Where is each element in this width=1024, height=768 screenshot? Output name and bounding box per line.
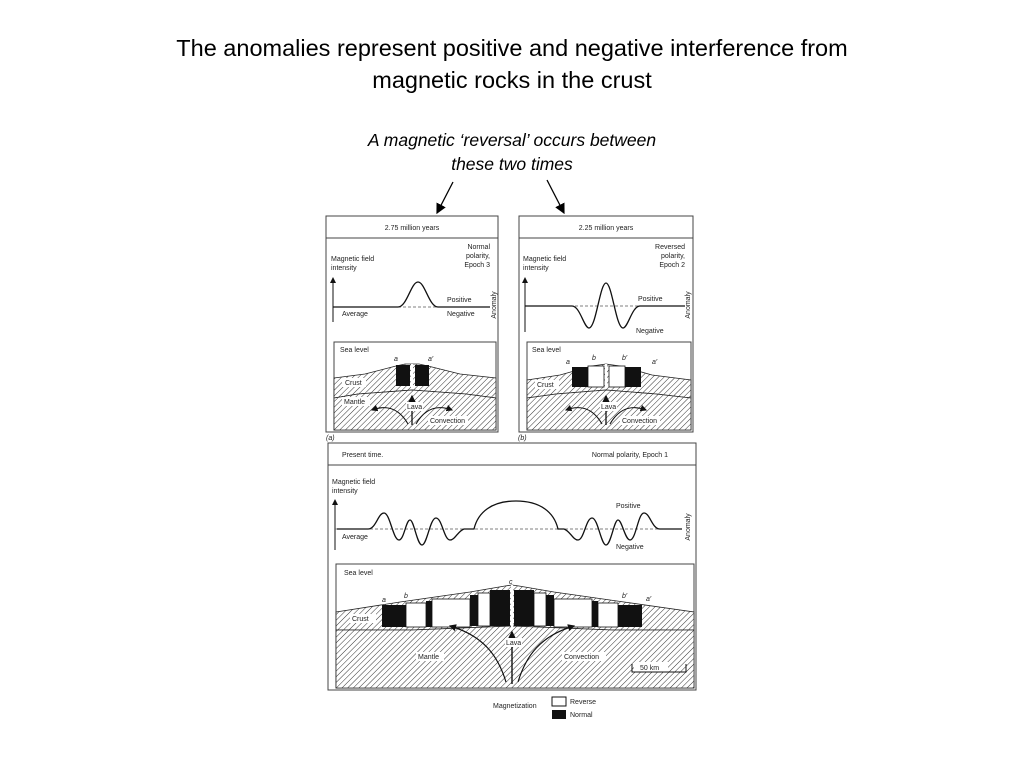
panel-a-negative-label: Negative — [447, 311, 475, 318]
panel-c-header-right: Normal polarity, Epoch 1 — [592, 452, 668, 459]
panel-c-anomaly-label: Anomaly — [685, 513, 692, 541]
panel-c-mark-c: c — [509, 579, 513, 586]
panel-c-field-label-line-2: intensity — [332, 488, 358, 495]
panel-c-magnetization-stripes — [382, 585, 642, 628]
panel-a-crust-label: Crust — [345, 380, 362, 387]
panel-c-mark-b-prime: b′ — [622, 593, 628, 600]
panel-a-convection-label: Convection — [430, 418, 465, 425]
panel-b-positive-label: Positive — [638, 296, 663, 303]
panel-a-header: 2.75 million years — [385, 225, 440, 232]
panel-b-mark-b: b — [592, 355, 596, 362]
panel-b: 2.25 million years Reversed polarity, Ep… — [518, 215, 694, 442]
panel-b-header: 2.25 million years — [579, 225, 634, 232]
panel-b-normal-block-right — [625, 367, 641, 387]
panel-b-mark-b-prime: b′ — [622, 355, 628, 362]
caption-arrow-right — [546, 179, 565, 215]
legend-normal-label: Normal — [570, 712, 593, 719]
legend-title: Magnetization — [493, 703, 537, 710]
panel-a-convection-right — [415, 404, 454, 425]
panel-b-letter: (b) — [518, 435, 527, 442]
panel-a-sea-level-label: Sea level — [340, 347, 369, 354]
legend-reverse-label: Reverse — [570, 699, 596, 706]
panel-c-header-left: Present time. — [342, 452, 383, 459]
magnetization-legend: Magnetization Reverse Normal — [493, 696, 596, 719]
panel-a-normal-block-left — [396, 365, 410, 386]
panel-b-mark-a: a — [566, 359, 570, 366]
panel-a-anomaly-curve — [333, 281, 490, 308]
panel-c: Present time. Normal polarity, Epoch 1 M… — [327, 442, 697, 691]
panel-c-mantle-label: Mantle — [418, 654, 439, 661]
panel-b-polarity-line-1: Reversed — [655, 244, 685, 251]
panel-c-convection-right — [517, 624, 576, 683]
panel-b-convection-left — [564, 404, 603, 425]
reversal-caption: A magnetic ‘reversal’ occurs between the… — [300, 128, 724, 176]
panel-a-mark-a-prime: a′ — [428, 356, 434, 363]
title-line-1: The anomalies represent positive and neg… — [176, 35, 848, 61]
panel-b-anomaly-curve — [525, 282, 685, 329]
panel-c-mark-a-prime: a′ — [646, 596, 652, 603]
panel-c-sea-level-label: Sea level — [344, 570, 373, 577]
panel-b-polarity-line-2: polarity, — [661, 253, 685, 260]
panel-c-crust-label: Crust — [352, 616, 369, 623]
panel-a-field-label-line-2: intensity — [331, 265, 357, 272]
panel-a-convection-left — [370, 404, 409, 425]
panel-c-scale-label: 50 km — [640, 665, 659, 672]
panel-b-convection-label: Convection — [622, 418, 657, 425]
panel-b-negative-label: Negative — [636, 328, 664, 335]
panel-b-polarity-line-3: Epoch 2 — [659, 262, 685, 269]
panel-b-field-label-line-1: Magnetic field — [523, 256, 566, 263]
panel-c-mark-a: a — [382, 597, 386, 604]
panel-a-normal-block-right — [415, 365, 429, 386]
panel-c-convection-left — [448, 624, 507, 683]
slide-title: The anomalies represent positive and neg… — [60, 32, 964, 96]
panel-a-polarity-line-3: Epoch 3 — [464, 262, 490, 269]
panel-a-average-label: Average — [342, 311, 368, 318]
panel-a-letter: (a) — [326, 435, 335, 442]
panel-a-field-label-line-1: Magnetic field — [331, 256, 374, 263]
legend-normal-swatch — [552, 710, 566, 719]
panel-c-scale-bar — [631, 664, 687, 673]
panel-c-average-label: Average — [342, 534, 368, 541]
panel-b-reverse-block-right — [608, 365, 626, 388]
panel-c-positive-label: Positive — [616, 503, 641, 510]
panel-a-mantle-label: Mantle — [344, 399, 365, 406]
panel-b-mark-a-prime: a′ — [652, 359, 658, 366]
caption-arrow-left — [436, 181, 454, 215]
legend-reverse-swatch — [551, 696, 567, 707]
panel-b-convection-right — [609, 404, 648, 425]
panel-a-mark-a: a — [394, 356, 398, 363]
panel-b-crust-label: Crust — [537, 382, 554, 389]
panel-c-mantle — [335, 625, 695, 689]
panel-a-positive-label: Positive — [447, 297, 472, 304]
panel-b-lava-label: Lava — [601, 404, 616, 411]
panel-a-polarity-line-2: polarity, — [466, 253, 490, 260]
panel-c-anomaly-curve — [337, 500, 682, 546]
panel-b-normal-block-left — [572, 367, 588, 387]
panel-a: 2.75 million years Normal polarity, Epoc… — [325, 215, 499, 442]
panel-c-convection-label: Convection — [564, 654, 599, 661]
panel-b-field-label-line-2: intensity — [523, 265, 549, 272]
panel-c-mark-b: b — [404, 593, 408, 600]
caption-line-2: these two times — [451, 154, 573, 174]
panel-c-field-label-line-1: Magnetic field — [332, 479, 375, 486]
panel-b-anomaly-label: Anomaly — [685, 291, 692, 319]
panel-b-reverse-block-left — [587, 365, 605, 388]
panel-b-sea-level-label: Sea level — [532, 347, 561, 354]
panel-c-negative-label: Negative — [616, 544, 644, 551]
panel-c-lava-label: Lava — [506, 640, 521, 647]
panel-a-anomaly-label: Anomaly — [491, 291, 498, 319]
panel-a-polarity-line-1: Normal — [467, 244, 490, 251]
title-line-2: magnetic rocks in the crust — [372, 67, 652, 93]
caption-line-1: A magnetic ‘reversal’ occurs between — [367, 130, 657, 150]
panel-a-lava-label: Lava — [407, 404, 422, 411]
